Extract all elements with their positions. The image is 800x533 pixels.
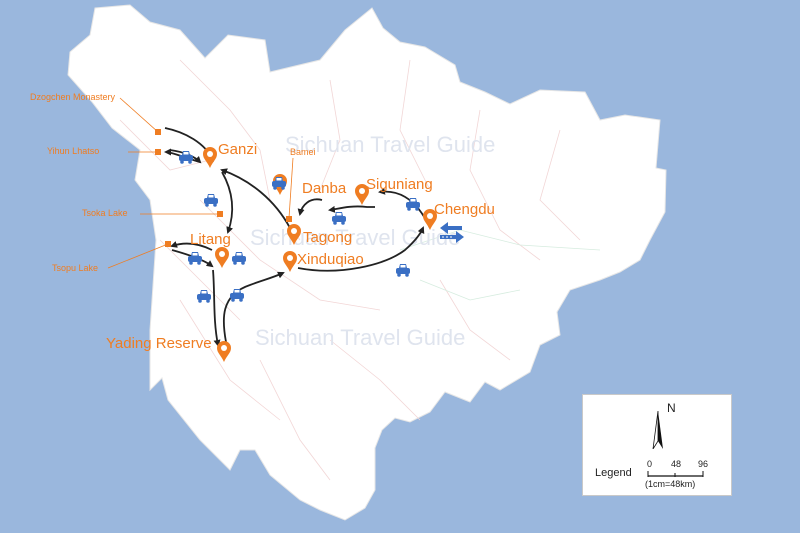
city-label-litang: Litang xyxy=(190,231,231,248)
watermark-text-2: Sichuan Travel Guide xyxy=(250,225,460,250)
watermark: Sichuan Travel Guide Sichuan Travel Guid… xyxy=(250,132,495,350)
watermark-text-3: Sichuan Travel Guide xyxy=(255,325,465,350)
poi-square-dzogchen xyxy=(155,129,161,135)
scale-note: (1cm=48km) xyxy=(645,479,696,489)
city-label-ganzi: Ganzi xyxy=(218,141,257,158)
route-ganzi-litang xyxy=(221,171,234,234)
poi-label-tsoka: Tsoka Lake xyxy=(82,208,128,218)
poi-label-bamei: Bamei xyxy=(290,147,316,157)
route-danba-tagong xyxy=(297,198,323,216)
route-yading-xinduqiao xyxy=(222,271,285,343)
scale-tick-48: 48 xyxy=(671,459,682,469)
legend-panel: N Legend 0 48 96 (1cm=48km) xyxy=(582,394,732,496)
plane-icon xyxy=(440,222,462,234)
north-arrow-icon xyxy=(652,411,663,449)
city-label-siguniang: Siguniang xyxy=(366,176,433,193)
route-xinduqiao-chengdu xyxy=(297,226,425,272)
scale-tick-96: 96 xyxy=(698,459,709,469)
route-litang-yading xyxy=(212,269,221,347)
city-label-chengdu: Chengdu xyxy=(434,201,495,218)
scale-bar xyxy=(647,471,704,477)
legend-label: Legend xyxy=(595,467,632,479)
north-label: N xyxy=(667,401,676,415)
city-label-tagong: Tagong xyxy=(303,229,352,246)
scale-tick-0: 0 xyxy=(647,459,653,469)
poi-squares xyxy=(155,129,292,247)
poi-square-bamei xyxy=(286,216,292,222)
route-tagong-ganzi xyxy=(220,168,291,229)
sichuan-landmass xyxy=(67,4,667,521)
poi-leaders xyxy=(107,97,294,269)
train-icon xyxy=(440,231,464,243)
city-label-yading: Yading Reserve xyxy=(106,335,212,352)
poi-square-tsopu xyxy=(165,241,171,247)
poi-square-tsoka xyxy=(217,211,223,217)
city-label-danba: Danba xyxy=(302,180,347,197)
poi-label-yihun: Yihun Lhatso xyxy=(47,146,99,156)
route-litang-tsopu xyxy=(170,241,213,251)
poi-label-dzogchen: Dzogchen Monastery xyxy=(30,92,116,102)
route-siguniang-danba xyxy=(328,205,375,213)
watermark-text-1: Sichuan Travel Guide xyxy=(285,132,495,157)
city-label-xinduqiao: Xinduqiao xyxy=(297,251,364,268)
poi-square-yihun xyxy=(155,149,161,155)
poi-label-tsopu: Tsopu Lake xyxy=(52,263,98,273)
river-lines xyxy=(399,229,601,301)
